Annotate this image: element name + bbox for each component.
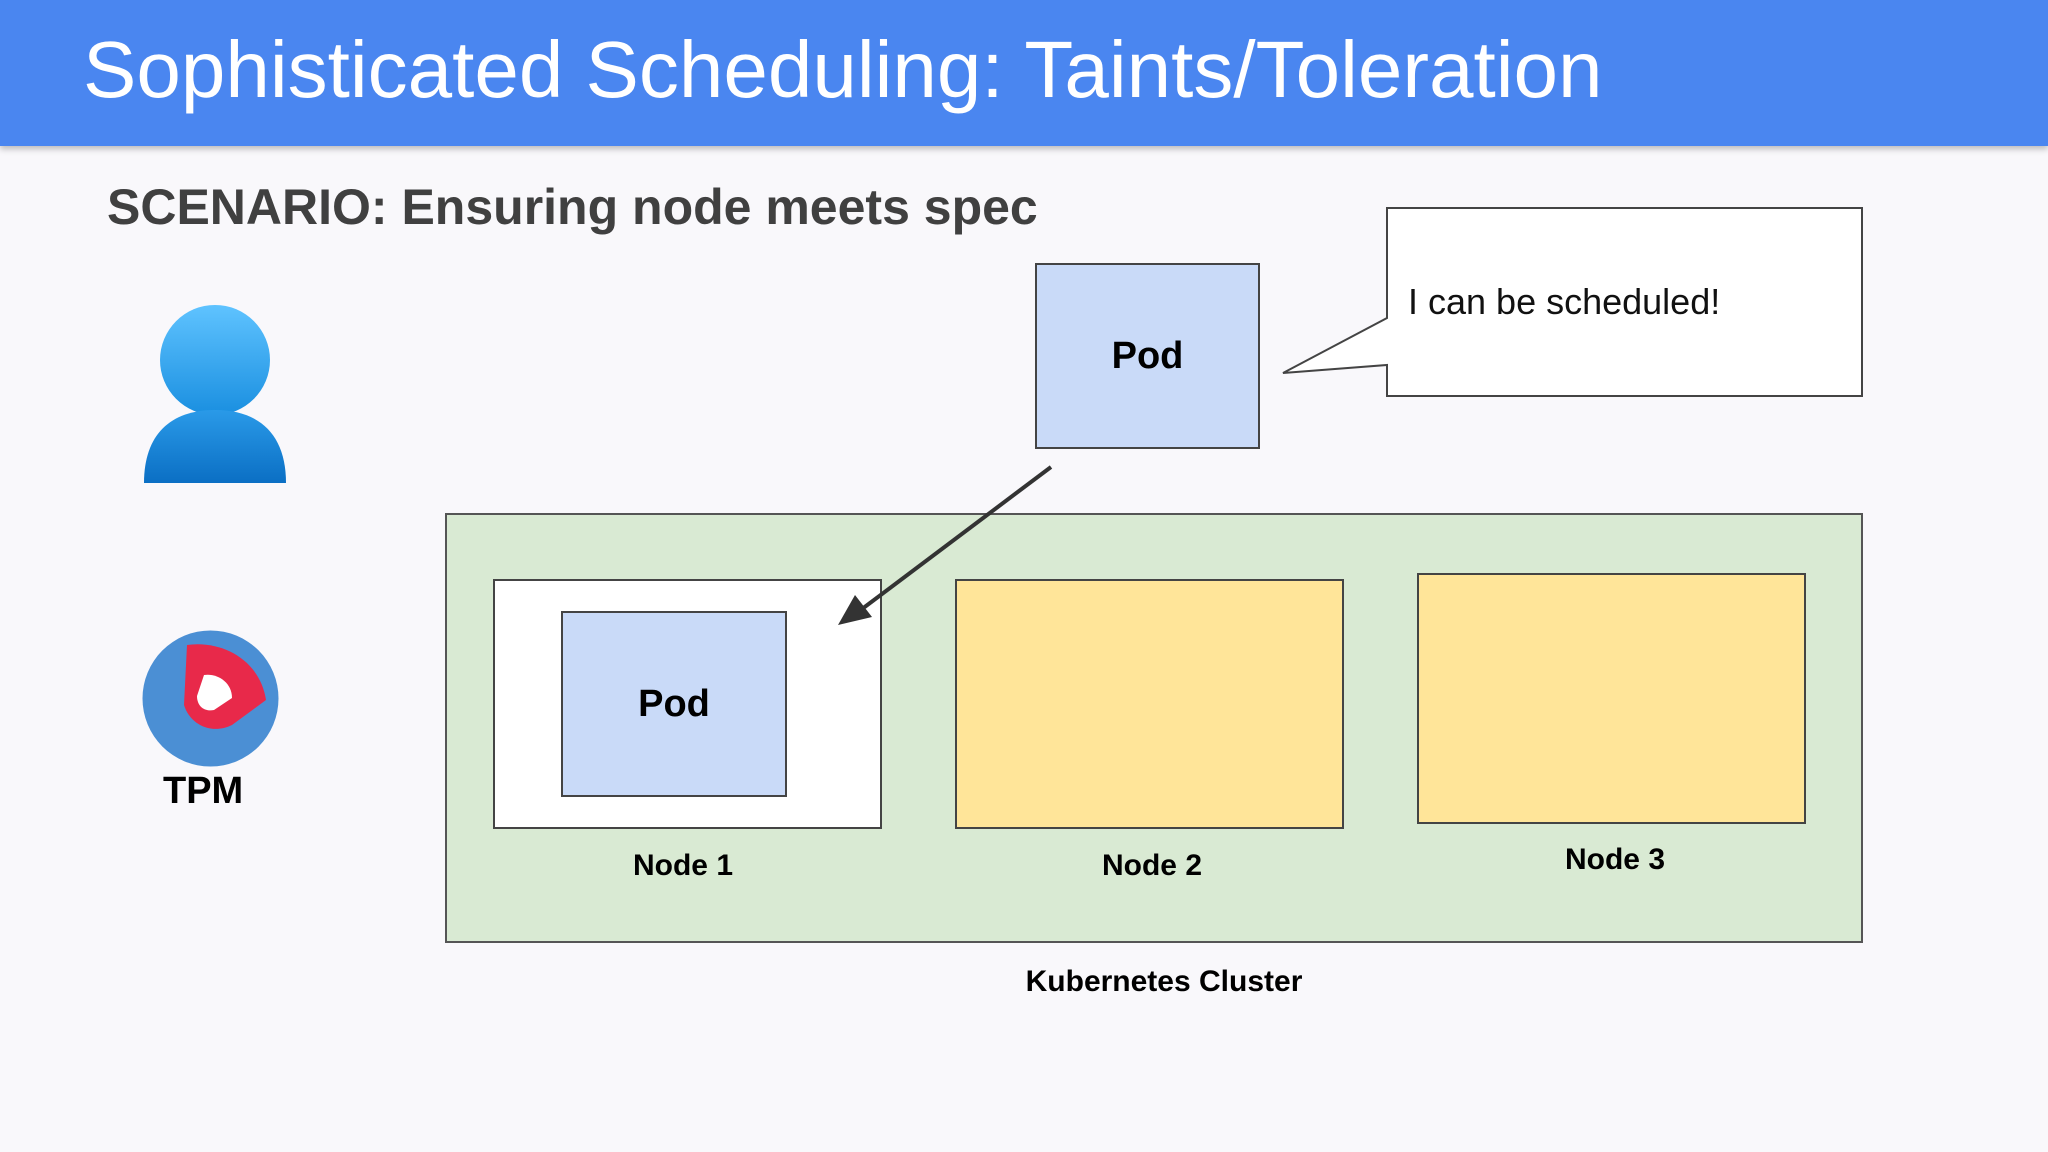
pending-pod-label: Pod — [1111, 334, 1184, 377]
node-3 — [1417, 573, 1806, 824]
node-2-label: Node 2 — [1101, 849, 1203, 882]
tpm-logo — [142, 630, 279, 767]
scheduled-pod: Pod — [561, 611, 787, 797]
speech-bubble — [1282, 207, 1863, 397]
slide-header: Sophisticated Scheduling: Taints/Tolerat… — [0, 0, 2048, 146]
tpm-label: TPM — [163, 770, 244, 812]
scenario-subtitle: SCENARIO: Ensuring node meets spec — [107, 179, 1038, 235]
cluster-label: Kubernetes Cluster — [1025, 965, 1303, 998]
speech-bubble-text: I can be scheduled! — [1408, 281, 1721, 322]
node-2 — [955, 579, 1344, 829]
node-3-label: Node 3 — [1564, 843, 1666, 876]
slide-title: Sophisticated Scheduling: Taints/Tolerat… — [83, 25, 1603, 114]
node-1-label: Node 1 — [632, 849, 734, 882]
scheduled-pod-label: Pod — [638, 682, 710, 725]
pending-pod: Pod — [1035, 263, 1260, 449]
user-icon — [144, 305, 286, 483]
